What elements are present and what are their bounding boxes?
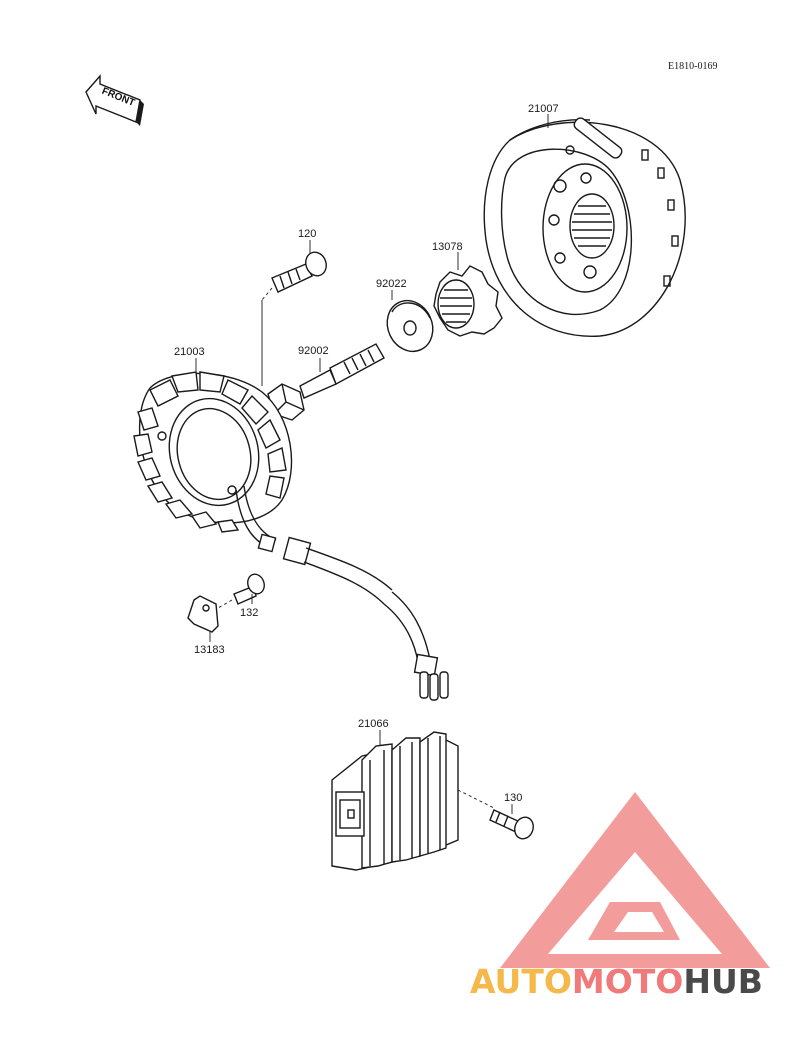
watermark-moto: MOTO [572,962,683,1001]
label-92002: 92002 [298,345,329,357]
label-132: 132 [240,607,258,619]
label-120: 120 [298,228,316,240]
watermark-logo-icon [500,792,770,968]
regulator-rectifier [331,730,495,871]
washer [386,290,434,353]
stator [133,358,293,533]
stator-wire-harness [235,485,449,701]
flywheel-rotor [483,114,686,337]
starter-gear [433,252,503,337]
label-21066: 21066 [358,718,389,730]
svg-text:AUTOMOTOHUB: AUTOMOTOHUB [470,962,763,1001]
regulator-bolt [489,804,534,840]
label-92022: 92022 [376,278,407,290]
watermark-auto: AUTO [470,962,572,1001]
label-130: 130 [504,792,522,804]
watermark-hub: HUB [683,962,763,1001]
stator-bolt [261,240,327,386]
label-13183: 13183 [194,644,225,656]
label-13078: 13078 [432,241,463,253]
wire-bracket [187,595,219,642]
bracket-bolt [217,573,265,609]
label-21003: 21003 [174,346,205,358]
watermark-wordmark: AUTOMOTOHUB [470,962,763,1001]
front-arrow-icon: FRONT [85,74,144,126]
reference-code: E1810-0169 [668,61,717,72]
label-21007: 21007 [528,103,559,115]
